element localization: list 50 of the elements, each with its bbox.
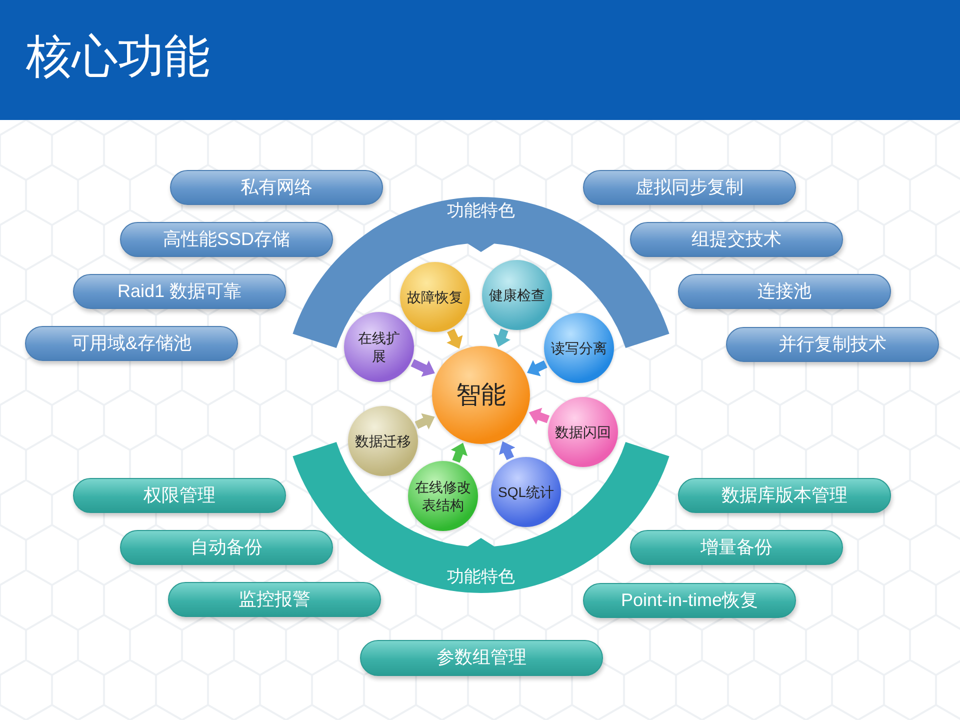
pill-label: 自动备份 [190,536,262,558]
pill-label: 组提交技术 [692,228,782,250]
arrow [446,328,463,350]
feature-pill [583,583,796,618]
circle-label: 读写分离 [550,338,608,358]
pill-label: 高性能SSD存储 [162,228,290,250]
circle-label: 在线扩展 [357,328,401,366]
feature-pill [678,274,891,309]
pill-label: 监控报警 [238,588,310,610]
circle-label: 数据闪回 [554,422,612,442]
feature-pill [630,530,843,565]
pill-label: Raid1 数据可靠 [117,280,242,302]
pill-label: 虚拟同步复制 [636,176,744,198]
feature-pill [73,274,286,309]
circle-label: 智能 [455,380,507,411]
feature-pill [630,222,843,257]
arrow [498,440,516,460]
band-label: 功能特色 [447,566,515,587]
feature-pill [73,478,286,513]
pill-label: 可用域&存储池 [71,332,192,354]
feature-pill [583,170,796,205]
pill-label: 参数组管理 [436,647,526,669]
pill-label: 并行复制技术 [778,334,886,356]
arrow [528,408,550,425]
arrow [494,328,510,348]
circle-label: 健康检查 [488,286,546,304]
feature-pill [170,170,383,205]
arrow [410,359,437,377]
feature-pill [360,640,603,676]
feature-pill [168,582,381,617]
band-label: 功能特色 [447,201,515,222]
feature-pill [726,327,939,362]
arrow [414,413,436,430]
circle-label: SQL统计 [496,482,555,502]
feature-pill [678,478,891,513]
pill-label: 数据库版本管理 [722,484,848,506]
pill-label: 权限管理 [144,484,216,506]
feature-pill [120,222,333,257]
circle-label: 数据迁移 [354,432,412,450]
circle-label: 故障恢复 [406,288,464,306]
pill-label: Point-in-time恢复 [620,590,758,612]
page-title: 核心功能 [26,29,210,84]
arrow [450,441,468,463]
feature-pill [25,326,238,361]
circle-label: 在线修改表结构 [414,478,472,514]
arrow [525,360,548,376]
pill-label: 私有网络 [240,176,312,198]
pill-label: 增量备份 [700,536,772,558]
feature-pill [120,530,333,565]
pill-label: 连接池 [758,280,812,302]
